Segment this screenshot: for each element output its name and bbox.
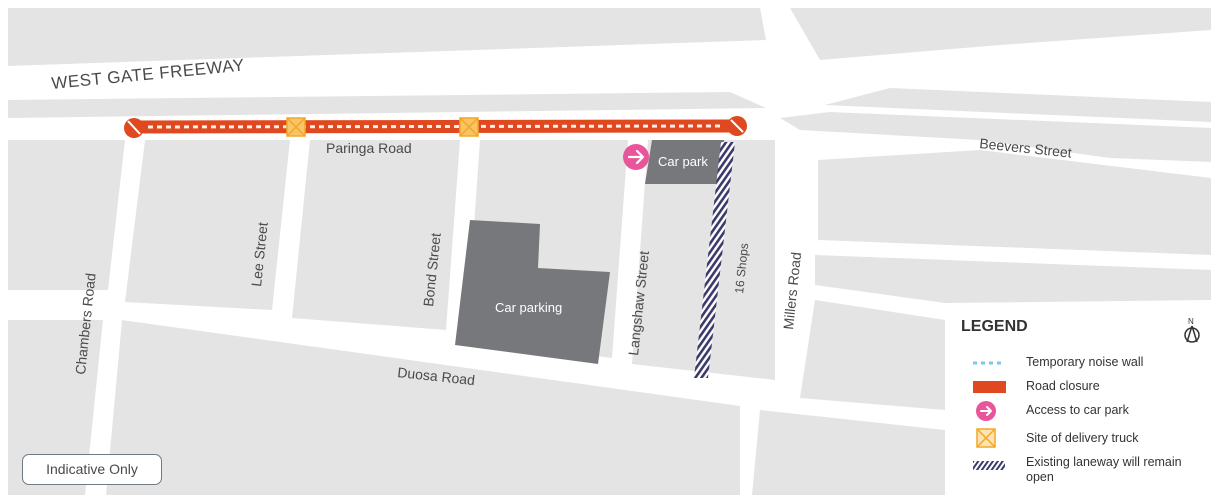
temporary-noise-wall [147,124,723,129]
label-car-park: Car park [658,154,708,169]
legend-label-road-closure: Road closure [1026,379,1100,393]
delivery-truck-site-1 [286,117,306,137]
legend-label-noise-wall: Temporary noise wall [1026,355,1144,369]
car-park-building [645,140,724,184]
car-park-access-arrow-icon [623,144,649,170]
delivery-truck-site-2 [459,117,479,137]
road-closure-symbol-icon [973,381,1006,393]
legend-item-laneway: Existing laneway will remain open [945,453,1207,489]
label-bond-street: Bond Street [420,232,444,307]
label-lee-street: Lee Street [248,221,271,287]
label-16-shops: 16 Shops [732,242,751,294]
existing-laneway [694,142,735,378]
label-paringa-road: Paringa Road [326,140,412,156]
noise-wall-symbol-icon [973,361,1005,365]
car-parking-building [455,220,610,364]
legend-item-noise-wall: Temporary noise wall [945,350,1207,376]
delivery-truck-symbol-icon [976,428,996,448]
legend-label-delivery-truck: Site of delivery truck [1026,431,1139,445]
label-car-parking: Car parking [495,300,562,315]
legend-item-delivery-truck: Site of delivery truck [945,425,1207,451]
laneway-hatch-symbol-icon [973,461,1005,470]
compass-letter: N [1188,317,1194,326]
legend-item-car-park-access: Access to car park [945,398,1207,424]
legend-label-laneway: Existing laneway will remain open [1026,455,1182,484]
indicative-only-label: Indicative Only [22,454,162,485]
access-arrow-symbol-icon [976,401,996,421]
legend-item-road-closure: Road closure [945,374,1207,400]
road-closure [124,116,747,138]
legend-title: LEGEND [961,318,1028,335]
legend-panel: LEGEND N Temporary noise wall Road closu… [945,303,1207,495]
legend-label-car-park-access: Access to car park [1026,403,1129,417]
north-arrow-icon: N [1184,317,1200,343]
